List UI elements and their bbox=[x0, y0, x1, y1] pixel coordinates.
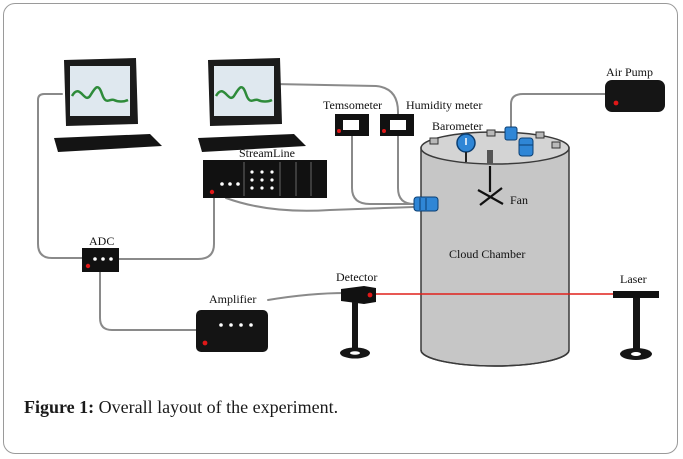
label-streamline: StreamLine bbox=[239, 146, 295, 160]
label-air-pump: Air Pump bbox=[606, 65, 653, 79]
amplifier-box bbox=[196, 310, 268, 352]
label-adc: ADC bbox=[89, 234, 114, 248]
label-detector: Detector bbox=[336, 270, 377, 284]
cable-temperature-chamber bbox=[351, 133, 417, 205]
fan-shaft bbox=[487, 150, 493, 164]
label-fan: Fan bbox=[510, 193, 528, 207]
detector-unit bbox=[340, 286, 376, 359]
label-barometer: Barometer bbox=[432, 119, 483, 133]
air-pump bbox=[605, 80, 665, 112]
connector-pump bbox=[504, 126, 518, 141]
label-humidity-meter: Humidity meter bbox=[406, 98, 482, 112]
streamline-rack bbox=[203, 160, 327, 198]
laser-unit bbox=[613, 291, 659, 360]
cable-left-computer-adc bbox=[37, 93, 83, 259]
amplifier-unit bbox=[196, 310, 268, 352]
cable-computer-chamber bbox=[273, 83, 415, 205]
cable-amplifier-detector bbox=[267, 292, 347, 301]
adc-box bbox=[82, 248, 119, 272]
cable-chamber-airpump bbox=[510, 93, 607, 137]
streamline-unit bbox=[203, 160, 327, 198]
cable-streamline-chamber bbox=[225, 197, 415, 212]
label-amplifier: Amplifier bbox=[209, 292, 256, 306]
humidity-meter bbox=[380, 114, 414, 136]
figure-caption: Figure 1: Overall layout of the experime… bbox=[24, 397, 338, 418]
computer-left bbox=[54, 58, 162, 152]
temperature-meter bbox=[335, 114, 369, 136]
connector-side bbox=[413, 196, 439, 212]
label-temperature-meter: Temsometer bbox=[323, 98, 382, 112]
computer-right bbox=[198, 58, 306, 152]
label-cloud-chamber: Cloud Chamber bbox=[449, 247, 525, 261]
waveform-left bbox=[70, 86, 129, 103]
adc-unit bbox=[82, 248, 119, 272]
cables bbox=[37, 83, 607, 331]
connector-canister bbox=[518, 137, 534, 157]
cable-adc-amplifier bbox=[99, 271, 197, 331]
caption-figure-label: Figure 1: bbox=[24, 397, 95, 417]
fan-icon bbox=[477, 166, 504, 206]
caption-text: Overall layout of the experiment. bbox=[94, 397, 339, 417]
barometer-icon bbox=[456, 133, 476, 162]
cable-adc-streamline bbox=[117, 195, 215, 260]
waveform-right bbox=[214, 86, 273, 103]
computer-right-keyboard bbox=[198, 134, 306, 152]
label-laser: Laser bbox=[620, 272, 647, 286]
computer-left-keyboard bbox=[54, 134, 162, 152]
